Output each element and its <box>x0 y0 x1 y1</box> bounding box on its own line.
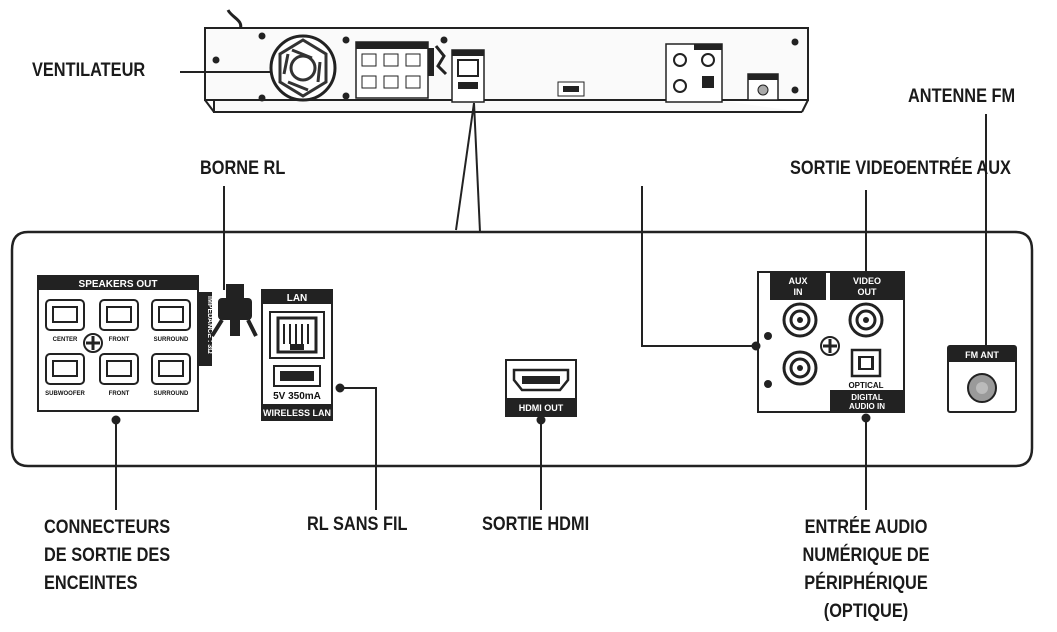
fm-antenna-label: ANTENNE FM <box>908 86 1016 107</box>
aux-video-optical-block: AUX IN VIDEO OUT OPT <box>757 271 905 413</box>
aux-in-line2: IN <box>794 287 803 297</box>
mini-fm-block <box>747 73 779 101</box>
speaker-terminal-label: FRONT <box>109 391 130 397</box>
video-out-line1: VIDEO <box>853 276 881 286</box>
fan-label: VENTILATEUR <box>32 60 146 81</box>
hdmi-out-label: SORTIE HDMI <box>482 514 590 535</box>
mini-aux-block <box>665 43 723 103</box>
speaker-terminal: FRONT <box>99 299 139 343</box>
digital-audio-line1: DIGITAL <box>851 393 883 402</box>
speaker-terminal: SUBWOOFER <box>45 353 85 397</box>
optical-in-line1: ENTRÉE AUDIO <box>804 517 928 538</box>
fan-icon <box>269 34 337 102</box>
screw-icon <box>83 333 103 353</box>
lan-title: LAN <box>287 293 308 304</box>
speaker-connectors-line2: DE SORTIE DES <box>44 545 171 566</box>
digital-audio-line2: AUDIO IN <box>849 402 885 411</box>
video-out-aux-in-label: SORTIE VIDEOENTRÉE AUX <box>790 158 1011 179</box>
lan-port-icon <box>269 311 325 359</box>
lan-terminal-label: BORNE RL <box>200 158 286 179</box>
lan-cable-icon <box>210 284 258 338</box>
aux-rca-jack-icon <box>782 302 818 338</box>
optical-in-line4: (OPTIQUE) <box>823 601 909 622</box>
hdmi-block: HDMI OUT <box>505 359 577 417</box>
video-rca-jack-icon <box>848 302 884 338</box>
hdmi-port-icon <box>512 368 570 392</box>
wireless-lan-tag: WIRELESS LAN <box>263 408 331 418</box>
aux-in-line1: AUX <box>788 276 807 286</box>
fm-ant-block: FM ANT <box>947 345 1017 413</box>
speaker-terminal: SURROUND <box>151 299 191 343</box>
usb-port-icon <box>273 365 321 387</box>
speaker-terminal: FRONT <box>99 353 139 397</box>
lan-block: LAN 5V 350mA WIRELESS LAN <box>261 289 333 421</box>
usb-power-label: 5V 350mA <box>273 391 321 402</box>
speaker-terminal: CENTER <box>45 299 85 343</box>
speaker-terminal-label: SURROUND <box>154 337 189 343</box>
detail-panel-frame <box>10 230 1034 468</box>
mini-hdmi-block <box>557 81 585 97</box>
optical-port-icon <box>850 348 882 378</box>
speaker-terminal-label: CENTER <box>53 337 78 343</box>
speaker-connectors-line1: CONNECTEURS <box>44 517 171 538</box>
speaker-terminal-label: SUBWOOFER <box>45 391 85 397</box>
speaker-terminal: SURROUND <box>151 353 191 397</box>
optical-label: OPTICAL <box>848 381 883 390</box>
optical-in-label: ENTRÉE AUDIO NUMÉRIQUE DE PÉRIPHÉRIQUE (… <box>771 514 960 626</box>
wireless-lan-label: RL SANS FIL <box>307 514 408 535</box>
impedance-label: IMPEDANCE : 3Ω <box>206 296 213 354</box>
hdmi-out-tag: HDMI OUT <box>519 403 564 413</box>
speaker-connectors-label: CONNECTEURS DE SORTIE DES ENCEINTES <box>44 514 170 598</box>
speakers-out-title: SPEAKERS OUT <box>79 279 158 290</box>
fm-ant-tag: FM ANT <box>965 350 999 360</box>
speaker-terminal-label: FRONT <box>109 337 130 343</box>
aux-rca-jack-icon <box>782 350 818 386</box>
optical-in-line2: NUMÉRIQUE DE <box>802 545 930 566</box>
optical-in-line3: PÉRIPHÉRIQUE <box>804 573 928 594</box>
speaker-terminal-label: SURROUND <box>154 391 189 397</box>
leader-lines <box>111 71 987 510</box>
mini-lan-block <box>451 49 485 103</box>
mini-speaker-block <box>355 41 448 99</box>
video-out-line2: OUT <box>858 287 878 297</box>
speakers-out-block: SPEAKERS OUT IMPEDANCE : 3Ω CENTER FRONT… <box>37 275 213 412</box>
fm-ant-jack-icon <box>967 373 997 403</box>
speaker-connectors-line3: ENCEINTES <box>44 573 138 594</box>
screw-icon <box>820 336 840 356</box>
